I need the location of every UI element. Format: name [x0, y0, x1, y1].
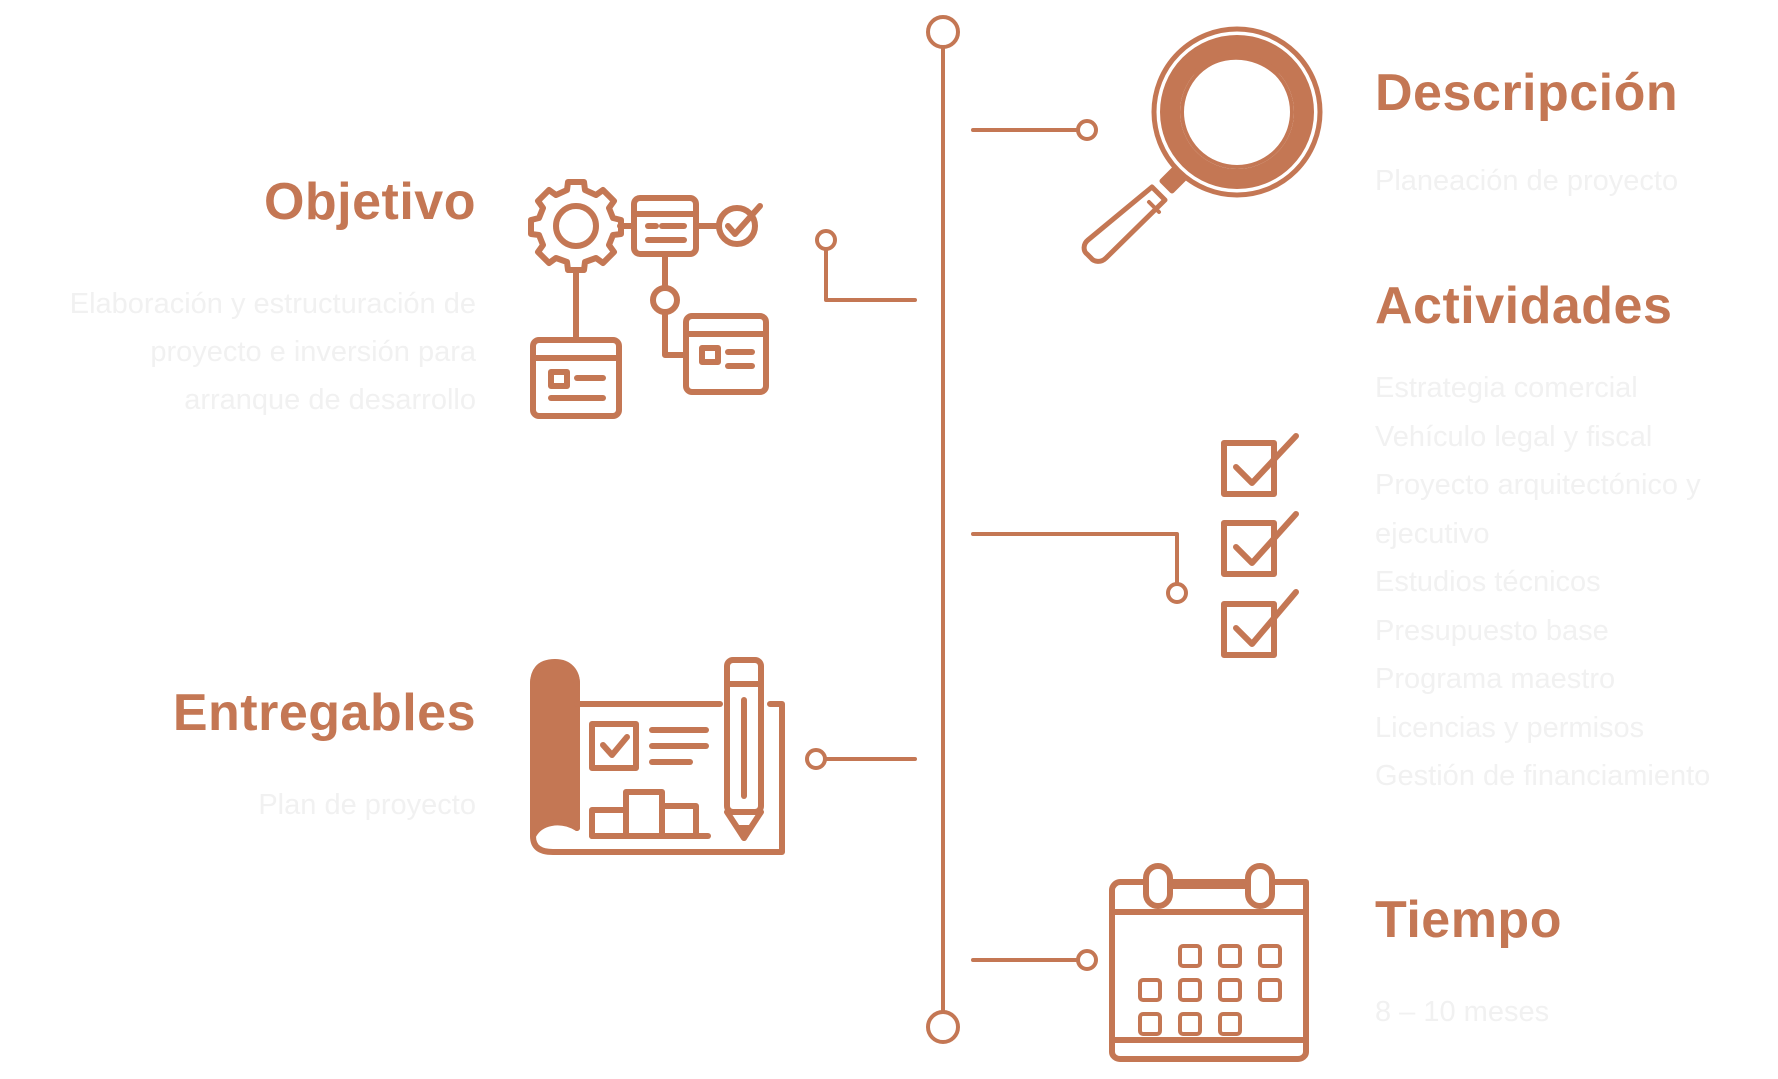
- objetivo-line-3: arranque de desarrollo: [184, 384, 476, 416]
- descripcion-text: Planeación de proyecto: [1375, 165, 1679, 197]
- descripcion-title: Descripción: [1375, 64, 1679, 122]
- objetivo-title: Objetivo: [263, 173, 476, 231]
- entregables-text: Plan de proyecto: [258, 789, 476, 821]
- list-item: Programa maestro: [1375, 663, 1616, 695]
- list-item: Gestión de financiamiento: [1375, 760, 1711, 792]
- connector-descripcion: [971, 119, 1098, 141]
- connector-objetivo: [815, 229, 917, 302]
- workflow-icon: [528, 179, 769, 419]
- calendar-icon: [1109, 863, 1309, 1062]
- list-item: Estrategia comercial: [1375, 372, 1638, 404]
- actividades-list: Estrategia comercial Vehículo legal y fi…: [1375, 364, 1775, 801]
- tiempo-title: Tiempo: [1375, 891, 1562, 949]
- descripcion-block: Descripción Planeación de proyecto: [1375, 63, 1775, 205]
- magnifying-glass-icon: [1081, 26, 1323, 264]
- connector-entregables: [805, 748, 917, 770]
- actividades-block: Actividades Estrategia comercial Vehícul…: [1375, 276, 1775, 801]
- blueprint-pencil-icon: [530, 657, 785, 855]
- list-item: Estudios técnicos: [1375, 566, 1601, 598]
- connector-tiempo: [971, 949, 1098, 971]
- checklist-icon: [1221, 433, 1299, 658]
- connector-actividades: [971, 532, 1188, 604]
- actividades-title: Actividades: [1375, 277, 1673, 335]
- entregables-title: Entregables: [172, 684, 476, 742]
- list-item: ejecutivo: [1375, 517, 1490, 550]
- list-item: Proyecto arquitectónico y: [1375, 469, 1701, 501]
- list-item: Vehículo legal y fiscal: [1375, 420, 1653, 453]
- list-item: Presupuesto base: [1375, 614, 1609, 647]
- tiempo-block: Tiempo 8 – 10 meses: [1375, 890, 1775, 1036]
- objetivo-line-1: Elaboración y estructuración de: [69, 288, 476, 320]
- list-item: Licencias y permisos: [1375, 711, 1645, 744]
- objetivo-line-2: proyecto e inversión para: [150, 336, 476, 368]
- objetivo-block: Objetivo Elaboración y estructuración de…: [0, 172, 476, 424]
- tiempo-text: 8 – 10 meses: [1375, 996, 1550, 1028]
- timeline: [926, 15, 960, 1044]
- entregables-block: Entregables Plan de proyecto: [0, 683, 476, 829]
